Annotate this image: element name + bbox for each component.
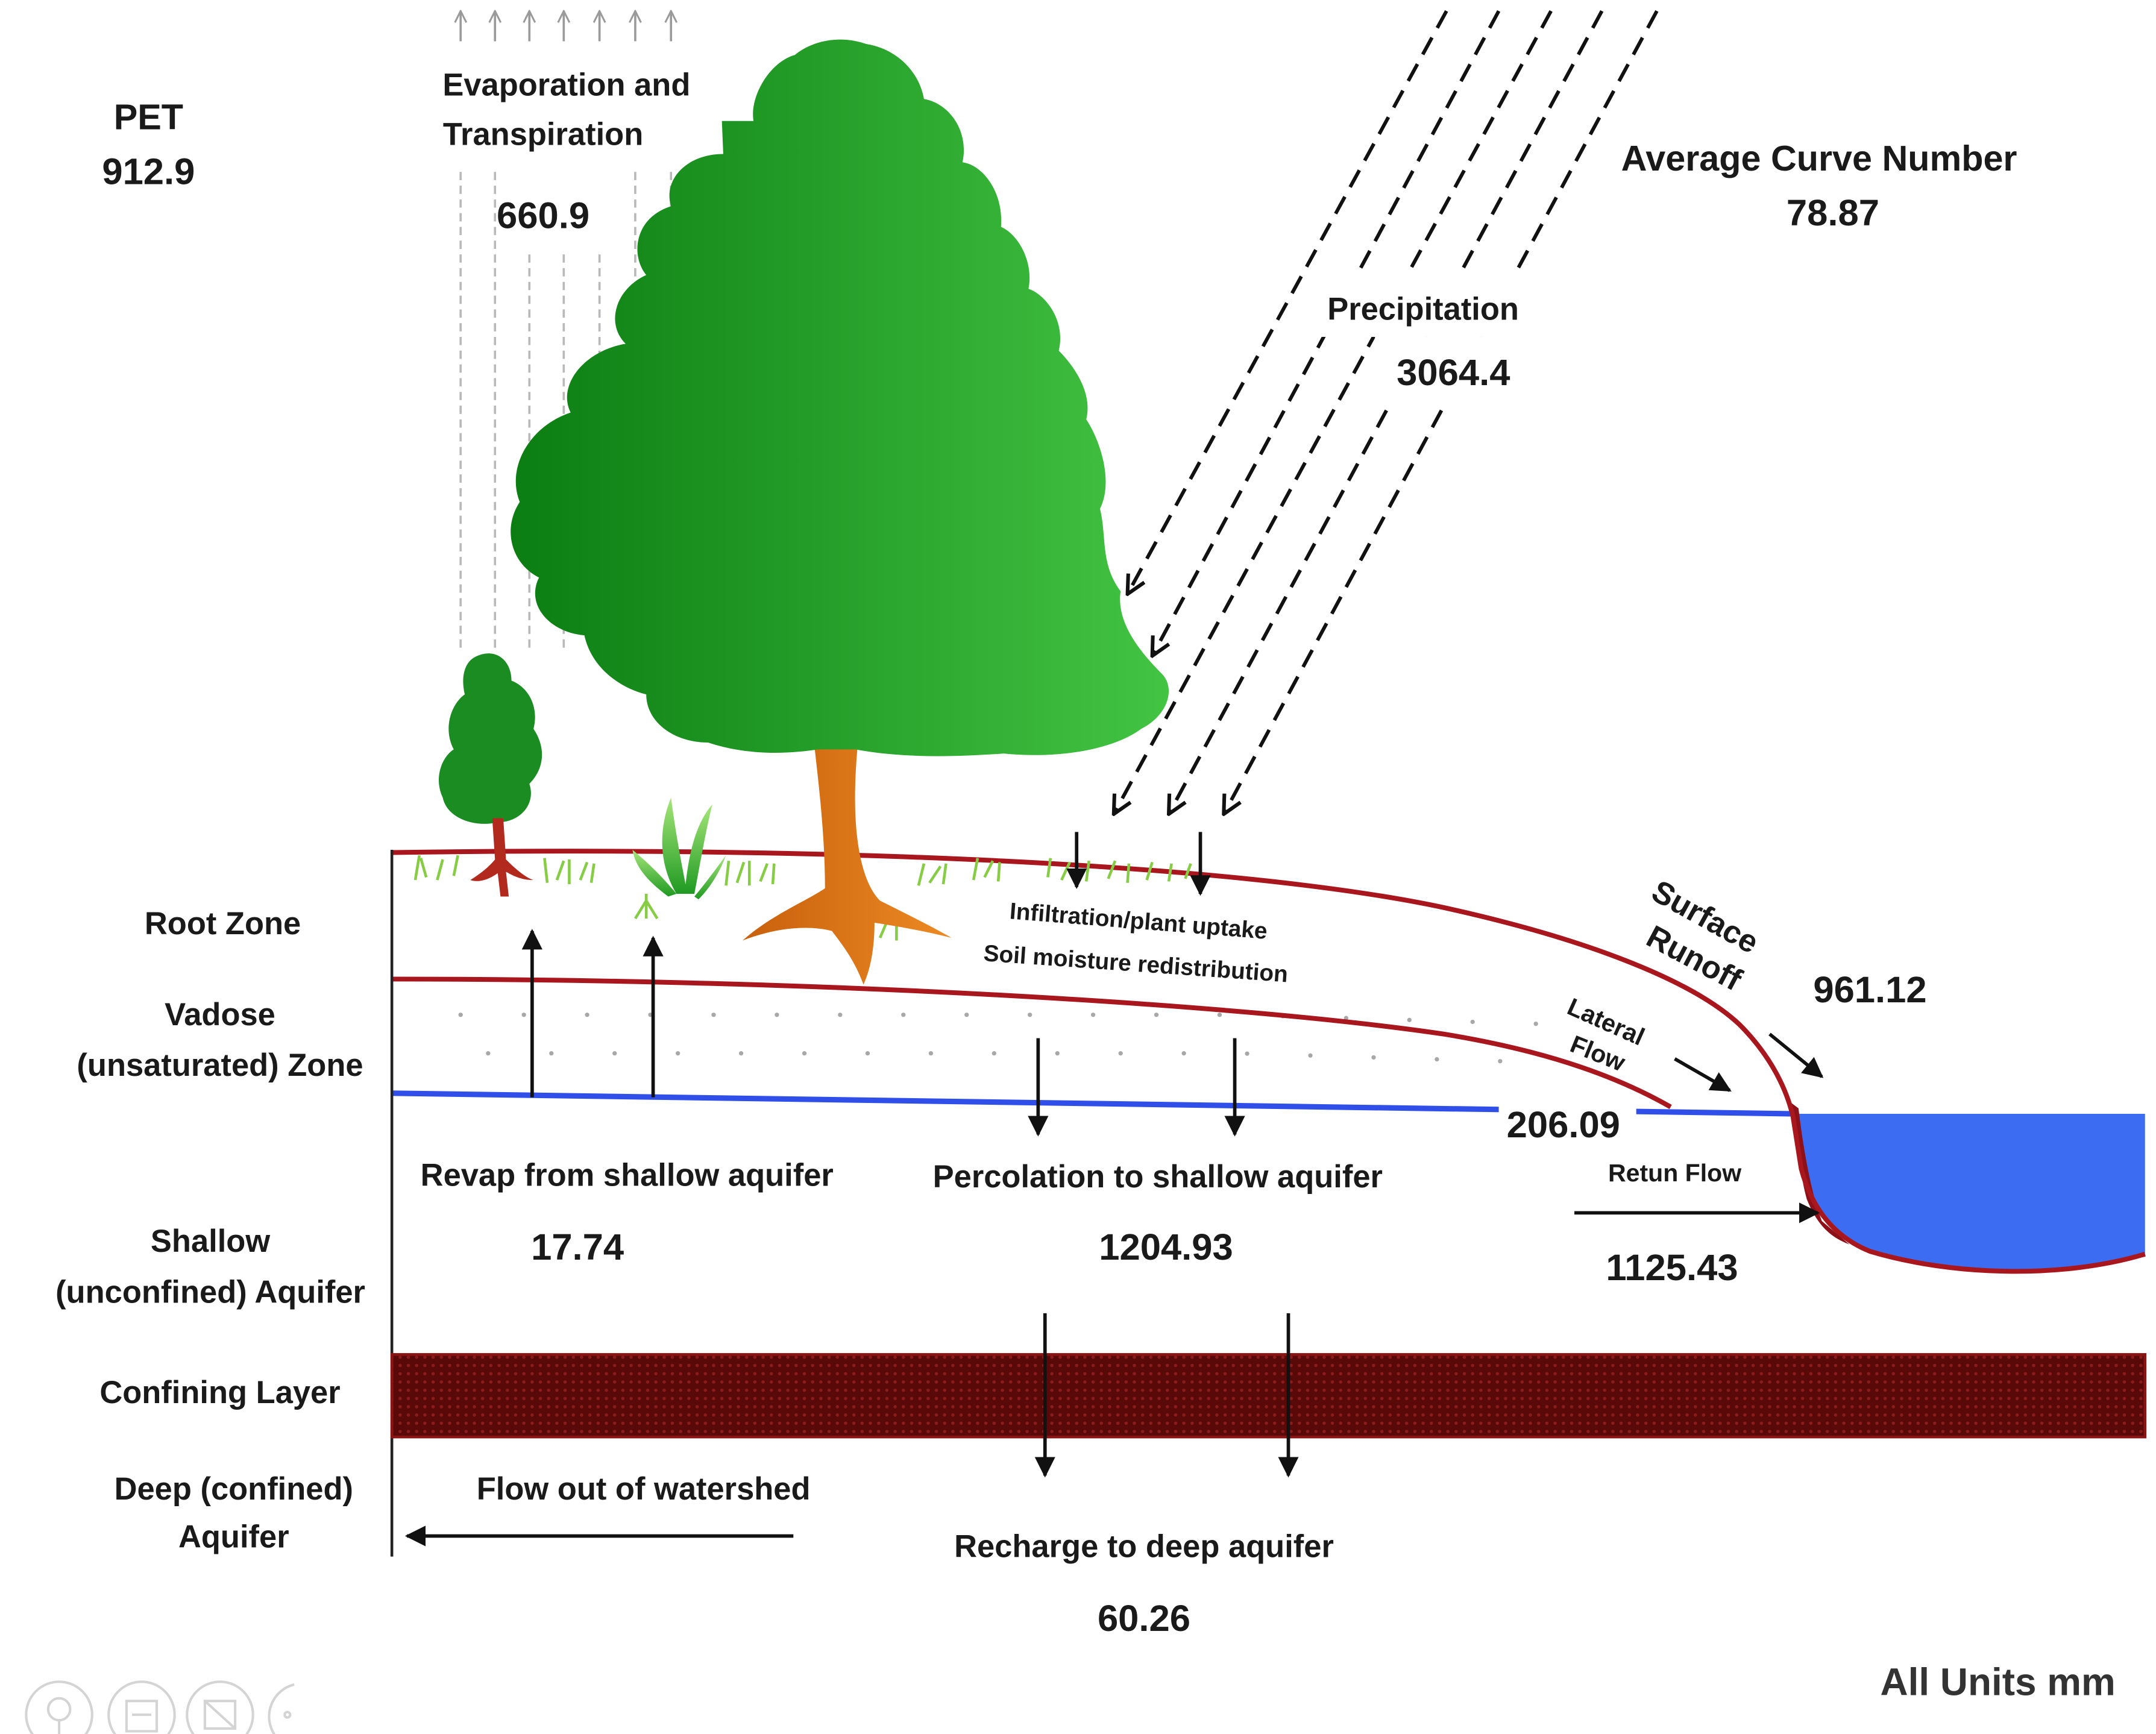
- confining-layer: [390, 1353, 2147, 1439]
- river-water: [1793, 1114, 2145, 1272]
- confining-layer-label: Confining Layer: [99, 1375, 340, 1410]
- ground-surface-line: [392, 849, 2146, 1274]
- soil-dot: [992, 1051, 996, 1056]
- plant-leaf: [694, 855, 726, 900]
- precipitation-label: Precipitation: [1327, 292, 1519, 327]
- evapotranspiration-label-line2: Transpiration: [443, 118, 643, 152]
- soil-dot: [676, 1051, 680, 1056]
- soil-dot: [1371, 1055, 1376, 1060]
- revap-label: Revap from shallow aquifer: [421, 1158, 834, 1193]
- infiltration-label-line2: Soil moisture redistribution: [982, 940, 1289, 987]
- pet-value: 912.9: [102, 151, 195, 193]
- shallow-aquifer-label-line2: (unconfined) Aquifer: [55, 1275, 365, 1310]
- soil-dot: [775, 1013, 779, 1017]
- image-icon[interactable]: [186, 1680, 254, 1734]
- soil-dot: [585, 1013, 589, 1017]
- soil-dot: [521, 1013, 526, 1017]
- soil-dot: [1055, 1051, 1060, 1056]
- document-icon[interactable]: [107, 1680, 176, 1734]
- curve-number-label: Average Curve Number: [1621, 138, 2017, 178]
- precipitation-value-box: [1375, 336, 1529, 402]
- root-zone-boundary: [392, 976, 1672, 1110]
- recharge-value: 60.26: [1098, 1598, 1190, 1639]
- precipitation-arrow: [1114, 10, 1553, 814]
- tree-crown: [511, 39, 1169, 756]
- curve-number-value: 78.87: [1787, 192, 1879, 234]
- small-tree-crown: [439, 653, 542, 824]
- shallow-aquifer-label-line1: Shallow: [151, 1224, 270, 1259]
- vadose-zone-dots: [458, 1013, 1538, 1064]
- soil-dot: [928, 1051, 934, 1056]
- soil-dot: [1470, 1019, 1475, 1025]
- vadose-zone-label-line2: (unsaturated) Zone: [77, 1048, 363, 1083]
- plant-leaf: [632, 849, 677, 897]
- soil-dot: [1181, 1051, 1186, 1056]
- soil-dot: [1435, 1057, 1439, 1062]
- revap-value: 17.74: [531, 1227, 624, 1268]
- return-flow-label: Retun Flow: [1608, 1159, 1741, 1187]
- small-tree-trunk: [470, 818, 534, 897]
- soil-dot: [1407, 1017, 1412, 1022]
- soil-dot: [901, 1013, 906, 1017]
- soil-dot: [738, 1051, 744, 1056]
- precipitation-arrow: [1128, 10, 1448, 594]
- precipitation-label-box: [1313, 275, 1533, 337]
- surface-runoff-arrow: [1768, 1032, 1824, 1078]
- lateral-flow-arrow: [1674, 1057, 1732, 1092]
- plant-leaf: [685, 804, 712, 894]
- infiltration-label-line1: Infiltration/plant uptake: [1009, 898, 1269, 944]
- soil-dot: [486, 1051, 491, 1056]
- lateral-flow-value: 206.09: [1507, 1104, 1620, 1146]
- return-flow-value: 1125.43: [1606, 1247, 1738, 1289]
- flow-out-label: Flow out of watershed: [477, 1472, 811, 1507]
- more-icon[interactable]: [268, 1683, 295, 1734]
- precipitation-arrows: [1114, 10, 1659, 814]
- soil-dot: [865, 1051, 870, 1056]
- pet-label: PET: [114, 96, 183, 137]
- soil-dot: [1308, 1053, 1313, 1058]
- evapotranspiration-label-line1: Evaporation and: [442, 68, 690, 102]
- deep-aquifer-label-line1: Deep (confined): [115, 1472, 353, 1507]
- flow-arrows: [404, 832, 1824, 1547]
- large-tree: [511, 39, 1169, 985]
- root-zone-label: Root Zone: [145, 906, 301, 941]
- precipitation-arrow: [1224, 10, 1659, 814]
- deep-aquifer-label-line2: Aquifer: [178, 1520, 289, 1555]
- precipitation-value: 3064.4: [1397, 352, 1510, 394]
- soil-dot: [458, 1013, 463, 1017]
- recharge-label: Recharge to deep aquifer: [954, 1530, 1334, 1565]
- magnifier-icon[interactable]: [25, 1680, 93, 1734]
- soil-dot: [838, 1013, 843, 1017]
- plant: [632, 797, 726, 900]
- soil-dot: [1498, 1059, 1503, 1064]
- soil-dot: [1028, 1013, 1032, 1017]
- surface-runoff-value: 961.12: [1813, 969, 1926, 1011]
- precipitation-arrow: [1169, 10, 1604, 814]
- soil-dot: [1118, 1051, 1123, 1056]
- soil-dot: [1245, 1051, 1249, 1056]
- evapotranspiration-value: 660.9: [497, 195, 589, 237]
- soil-dot: [802, 1051, 807, 1056]
- soil-dot: [964, 1013, 969, 1017]
- lateral-flow-value-box: [1498, 1100, 1636, 1150]
- percolation-value: 1204.93: [1099, 1227, 1233, 1268]
- soil-dot: [1090, 1013, 1096, 1017]
- soil-dot: [1217, 1013, 1222, 1017]
- soil-profile: [390, 849, 2147, 1557]
- percolation-label: Percolation to shallow aquifer: [933, 1160, 1383, 1195]
- soil-dot: [612, 1051, 617, 1056]
- soil-dot: [1154, 1013, 1159, 1017]
- units-note: All Units mm: [1881, 1660, 2116, 1703]
- grass-tufts: [413, 855, 1192, 941]
- soil-dot: [1533, 1021, 1538, 1026]
- soil-dot: [549, 1051, 554, 1056]
- tree-trunk: [742, 743, 952, 985]
- bottom-toolbar: [25, 1680, 295, 1734]
- small-tree: [439, 653, 542, 897]
- vadose-zone-label-line1: Vadose: [165, 997, 275, 1032]
- plant-leaf: [662, 797, 688, 894]
- soil-dot: [711, 1013, 716, 1017]
